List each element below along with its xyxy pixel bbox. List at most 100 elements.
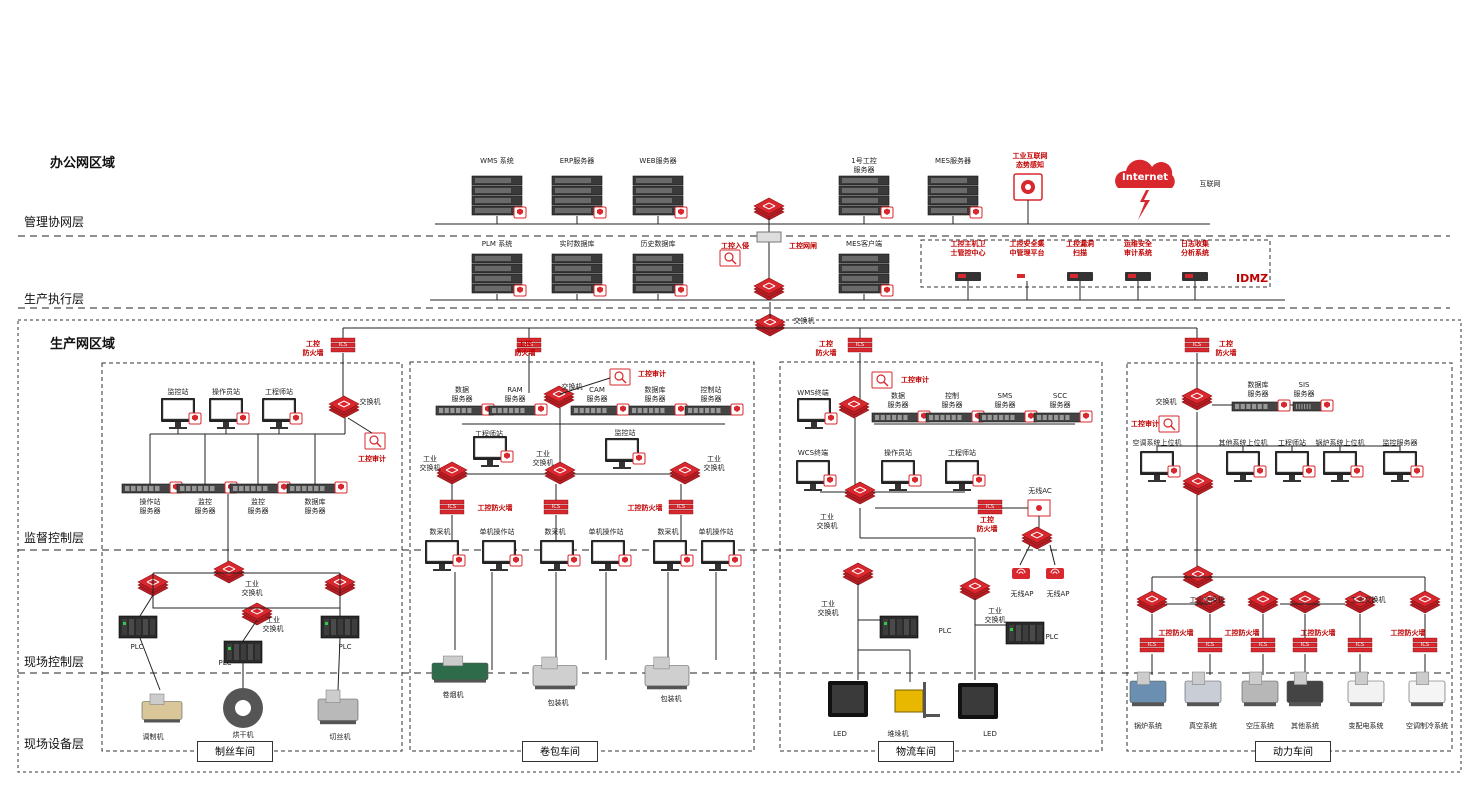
server-rtdb-label: 实时数据库: [559, 240, 595, 248]
dongli-other_host-label: 其他系统上位机: [1218, 439, 1268, 447]
ws-firewall-icon-0: ICS: [330, 337, 356, 353]
dongli-ics-fw-3: ICS: [1292, 637, 1318, 653]
juanbao-packer2-label: 包装机: [660, 695, 682, 703]
svg-text:ICS: ICS: [525, 342, 533, 348]
idmz-sec_mgmt-label: 工控安全集中管理平台: [1009, 240, 1045, 257]
dongli-eng_station-icon: [1275, 451, 1316, 482]
juanbao-collector-icon-4: [653, 540, 694, 571]
wuliu-ctrl_srv-label: 控制服务器: [941, 392, 963, 409]
svg-text:ICS: ICS: [856, 342, 864, 348]
svg-text:ICS: ICS: [677, 504, 685, 510]
juanbao-data_srv-label: 数据服务器: [451, 386, 473, 403]
layer-mgmt: 管理协网层: [24, 215, 85, 229]
dev-link: [337, 637, 341, 691]
juanbao-collector-label: 数采机: [429, 528, 451, 536]
wuliu-ap-switch: [1021, 526, 1053, 550]
dongli-other-label: 其他系统: [1291, 722, 1319, 730]
zhisi-monitor_srv2-label: 监控服务器: [247, 498, 269, 515]
layer-field-control: 现场控制层: [24, 655, 85, 669]
zhisi-switch-label: 交换机: [359, 398, 381, 406]
juanbao-ctrl_srv-icon: [684, 403, 744, 416]
zhisi-monitor_srv-icon: [176, 481, 238, 494]
dongli-fw2: 工控防火墙: [1224, 629, 1260, 637]
dev-link: [139, 637, 161, 691]
workshop-dongli: 动力车间: [1255, 741, 1331, 762]
server-mes-label: MES服务器: [935, 157, 971, 165]
idmz-log_analysis-icon: [1182, 272, 1208, 281]
dongli-sis-srv-icon: [1292, 399, 1334, 412]
zhisi-dryer-label: 烘干机: [232, 731, 254, 739]
juanbao-audit-icon: [609, 368, 631, 386]
wuliu-ind-switch-l: [842, 562, 874, 586]
plc-label: PLC: [938, 627, 952, 635]
juanbao-collector-icon-2: [540, 540, 581, 571]
core-switch-label: 交换机: [793, 317, 815, 325]
juanbao-single_op-label: 单机操作站: [698, 528, 734, 536]
juanbao-audit-label: 工控审计: [638, 370, 666, 378]
wuliu-wms-label: WMS终端: [797, 389, 829, 397]
workshop-juanbao: 卷包车间: [522, 741, 598, 762]
zhisi-audit-icon: [364, 432, 386, 450]
dongli-ind-switch-3: [1289, 590, 1321, 614]
idmz-label: IDMZ: [1236, 272, 1269, 285]
server-wms-icon: [471, 175, 527, 219]
wuliu-wcs_station-label: WCS终端: [797, 449, 829, 457]
dongli-ind-switch-0: [1136, 590, 1168, 614]
idmz-ops_audit-label: 运维安全审计系统: [1124, 240, 1152, 257]
juanbao-ind-switch-b: [544, 461, 576, 485]
wuliu-switch-icon: [838, 395, 870, 419]
zhisi-operator_srv-label: 操作站服务器: [139, 498, 161, 515]
dongli-fw-label: 工控防火墙: [1215, 340, 1237, 357]
zhisi-operator_station-label: 操作员站: [212, 388, 240, 396]
juanbao-ics-fw-b: ICS: [543, 499, 569, 515]
juanbao-single_op-label: 单机操作站: [588, 528, 624, 536]
dongli-ac_host-icon: [1140, 451, 1181, 482]
plc-link: [139, 594, 154, 617]
zhisi-frame: [101, 362, 403, 752]
dongli-power-label: 变配电系统: [1348, 722, 1384, 730]
dongli-ind-switch-2: [1247, 590, 1279, 614]
dongli-aircomp-label: 空压系统: [1246, 722, 1274, 730]
svg-text:ICS: ICS: [1421, 642, 1429, 648]
dongli-boiler_host-label: 锅炉系统上位机: [1315, 439, 1365, 447]
zhisi-audit-label: 工控审计: [358, 455, 386, 463]
wuliu-ind-label: 工业交换机: [816, 513, 838, 530]
dongli-switch-icon: [1181, 387, 1213, 411]
wuliu-eng_station-icon: [945, 460, 986, 491]
zhisi-ring: [152, 573, 341, 609]
ws-firewall-icon-1: ICS: [516, 337, 542, 353]
layer-exec: 生产执行层: [24, 292, 85, 306]
ws-firewall-icon-2: ICS: [847, 337, 873, 353]
dongli-monitor_srv-label: 监控服务器: [1382, 439, 1418, 447]
wuliu-wcs_station-icon: [796, 460, 837, 491]
svg-text:ICS: ICS: [1259, 642, 1267, 648]
svg-text:ICS: ICS: [448, 504, 456, 510]
dongli-boiler-icon: [1129, 671, 1167, 707]
server-web-icon: [632, 175, 688, 219]
zhisi-ind-switch-label: 工业交换机: [241, 580, 263, 597]
dongli-aircomp-icon: [1241, 671, 1279, 707]
dongli-vacuum-label: 真空系统: [1189, 722, 1217, 730]
zhisi-operator_station-icon: [209, 398, 250, 429]
plc-label: PLC: [130, 643, 144, 651]
zhisi-plc-3: [320, 615, 360, 639]
zhisi-dryer-icon: [223, 688, 263, 728]
dongli-audit-label: 工控审计: [1131, 420, 1159, 428]
juanbao-ind-label: 工业交换机: [703, 455, 725, 472]
plc-label: PLC: [218, 659, 232, 667]
office-zone-title: 办公网区域: [50, 156, 116, 171]
juanbao-data_srv-icon: [435, 403, 495, 416]
wuliu-op_station-label: 操作员站: [884, 449, 912, 457]
wuliu-ics-fw: ICS: [977, 499, 1003, 515]
dongli-ics-fw-1: ICS: [1197, 637, 1223, 653]
zhisi-monitor_srv2-icon: [229, 481, 291, 494]
internet-cloud-icon: [1115, 159, 1175, 220]
juanbao-ics-fw-a: ICS: [439, 499, 465, 515]
ap-link: [1049, 544, 1056, 566]
audit-link: [559, 377, 611, 395]
dongli-db-srv-icon: [1231, 399, 1291, 412]
